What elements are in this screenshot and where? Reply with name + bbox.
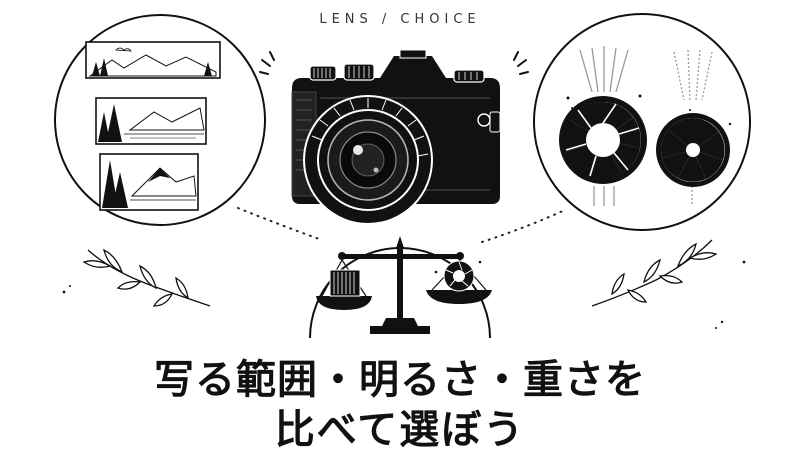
leaf-branch-right-icon bbox=[591, 239, 718, 307]
balance-scale-icon bbox=[316, 236, 492, 334]
landscape-frame-wide bbox=[85, 41, 221, 79]
light-arrows-small bbox=[673, 49, 713, 204]
landscape-frame-medium bbox=[95, 97, 207, 145]
right-circle-panel bbox=[533, 13, 751, 231]
sparkle-icons bbox=[566, 94, 732, 126]
bottom-circle-panel bbox=[309, 236, 492, 339]
dotted-connectors bbox=[237, 207, 566, 243]
headline-line-1: 写る範囲・明るさ・重さを bbox=[154, 357, 646, 403]
aperture-narrow-icon bbox=[656, 113, 730, 187]
decor-dots bbox=[62, 260, 746, 329]
headline-line-2: 比べて選ぼう bbox=[274, 407, 526, 453]
tagline: LENS / CHOICE bbox=[319, 12, 481, 27]
landscape-frame-tele bbox=[99, 153, 199, 211]
left-circle-panel bbox=[54, 14, 266, 226]
mirrorless-camera-icon bbox=[259, 49, 529, 225]
light-arrows-large bbox=[579, 46, 629, 206]
leaf-branch-left-icon bbox=[82, 248, 211, 307]
aperture-open-icon bbox=[559, 96, 647, 184]
